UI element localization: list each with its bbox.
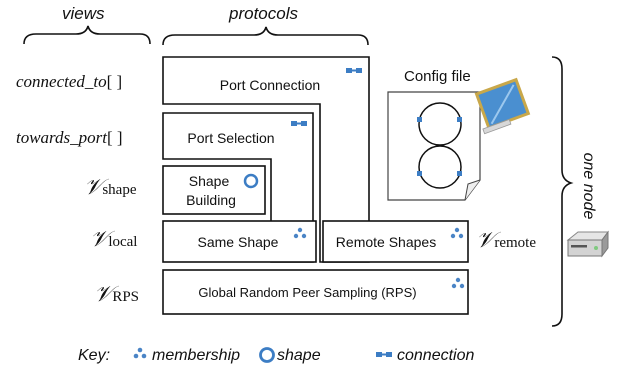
- key-shape-label: shape: [277, 347, 321, 364]
- key-shape-icon: [259, 347, 275, 363]
- one-node-label: one node: [580, 152, 597, 220]
- key-connection-label: connection: [397, 347, 475, 364]
- view-towards-port: towards_port[ ]: [16, 128, 123, 147]
- connection-icon: [291, 121, 307, 126]
- rps-label: Global Random Peer Sampling (RPS): [198, 285, 417, 300]
- remote-shapes-label: Remote Shapes: [335, 234, 437, 250]
- membership-icon: [293, 227, 307, 239]
- protocols-header: protocols: [229, 4, 298, 23]
- config-file-icon: [387, 77, 531, 201]
- view-v-rps: 𝒱RPS: [94, 281, 140, 306]
- same-shape-label: Same Shape: [197, 234, 279, 250]
- port-connection-label: Port Connection: [219, 77, 321, 93]
- computer-node-icon: [566, 230, 609, 258]
- views-brace: [23, 25, 151, 45]
- shape-building-box: [162, 165, 266, 215]
- connection-icon: [346, 68, 362, 73]
- view-connected-to: connected_to[ ]: [16, 72, 123, 91]
- remote-shapes-box: [322, 220, 469, 263]
- shape-building-label-line1: Shape: [188, 173, 230, 189]
- shape-icon: [243, 173, 259, 189]
- protocols-brace: [162, 26, 369, 46]
- key-label: Key:: [78, 347, 111, 364]
- view-v-shape: 𝒱shape: [84, 174, 137, 199]
- key-connection-icon: [376, 352, 392, 357]
- views-header: views: [62, 4, 105, 23]
- port-selection-label: Port Selection: [187, 130, 275, 146]
- membership-icon: [451, 277, 465, 289]
- view-v-local: 𝒱local: [90, 226, 138, 251]
- rps-box: [162, 269, 469, 315]
- same-shape-box: [162, 220, 317, 263]
- membership-icon: [450, 227, 464, 239]
- shape-building-label-line2: Building: [186, 192, 236, 208]
- view-v-remote: 𝒱remote: [476, 227, 536, 252]
- one-node-brace: [551, 56, 574, 327]
- config-file-label: Config file: [404, 68, 471, 85]
- key-membership-label: membership: [152, 347, 241, 364]
- key-membership-icon: [133, 347, 147, 359]
